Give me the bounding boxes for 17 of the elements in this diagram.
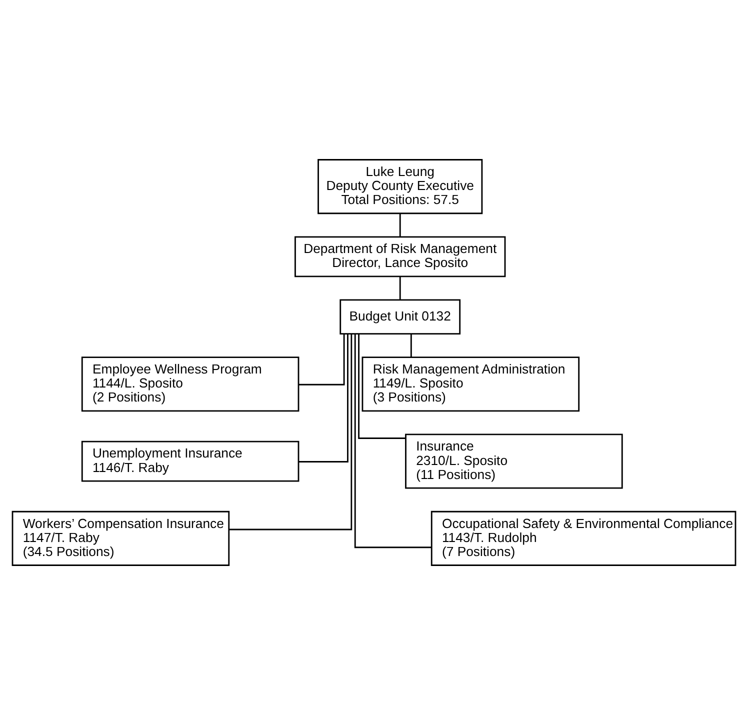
connector [298, 334, 345, 386]
connector [399, 213, 401, 237]
connector [228, 334, 352, 530]
node-box: Occupational Safety & Environmental Compliance 1143/T. Rudolph (7 Positions) [430, 510, 736, 566]
node-box: Workers’ Compensation Insurance 1147/T. Raby (34.5 Positions) [12, 510, 230, 566]
node-box: Budget Unit 0132 [340, 299, 461, 334]
connector [410, 334, 412, 358]
connector [399, 276, 401, 300]
connector [354, 334, 432, 548]
node-box: Luke Leung Deputy County Executive Total Positions: 57.5 [318, 159, 483, 214]
node-box: Risk Management Administration 1149/L. Sposito (3 Positions) [362, 356, 580, 412]
connector [298, 334, 348, 462]
node-box: Employee Wellness Program 1144/L. Sposito (2 Positions) [81, 356, 300, 412]
node-box: Department of Risk Management Director, Lance Sposito [294, 236, 506, 278]
node-box: Insurance 2310/L. Sposito (11 Positions) [405, 434, 623, 489]
connector [358, 334, 406, 439]
node-box: Unemployment Insurance 1146/T. Raby [81, 440, 300, 482]
